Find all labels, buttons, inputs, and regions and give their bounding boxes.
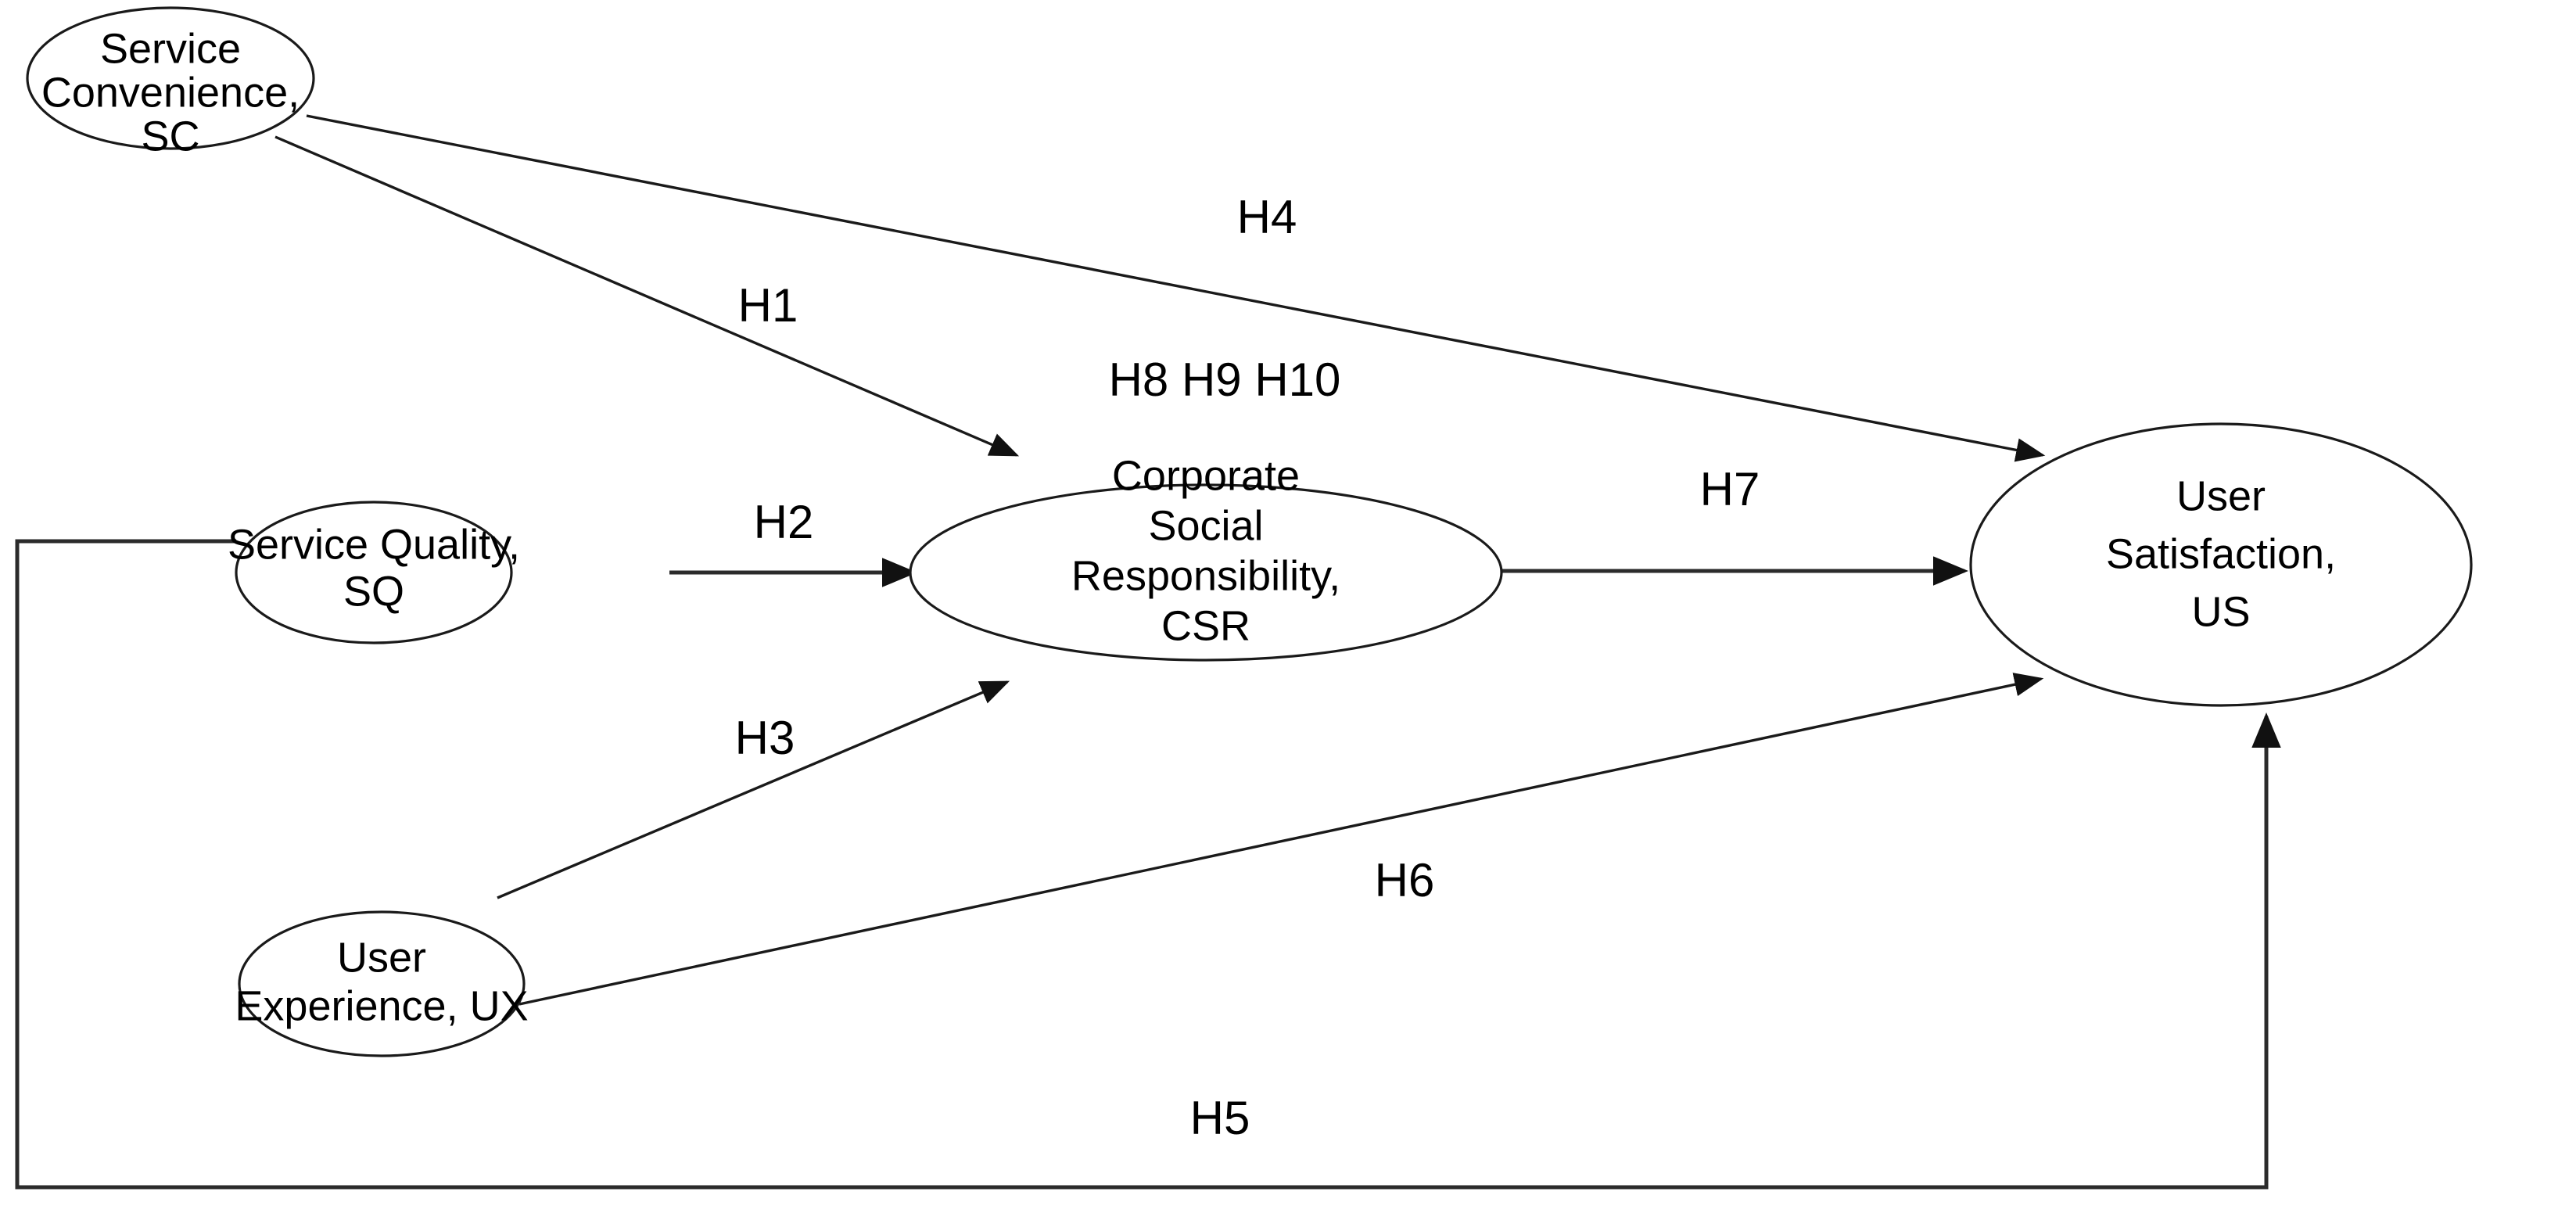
- node-service-quality-shape[interactable]: [235, 501, 513, 644]
- node-user-satisfaction-label-line-3: US: [2191, 588, 2250, 635]
- edge-label-h7: H7: [1700, 463, 1760, 515]
- node-service-quality-label-line-2: SQ: [343, 568, 404, 615]
- node-user-satisfaction-label-line-2: Satisfaction,: [2106, 530, 2336, 577]
- edge-h5: [15, 539, 2281, 1190]
- node-service-quality[interactable]: Service Quality, SQ: [228, 501, 520, 644]
- node-service-convenience-label-line-3: SC: [141, 113, 199, 160]
- node-service-convenience[interactable]: Service Convenience, SC: [26, 6, 315, 160]
- mediation-hypotheses-label: H8 H9 H10: [1109, 354, 1341, 406]
- edge-label-h1: H1: [738, 279, 798, 332]
- node-user-experience-label-line-2: Experience, UX: [235, 982, 528, 1029]
- edge-h3-line: [497, 680, 1010, 899]
- edge-label-h4: H4: [1237, 191, 1297, 243]
- edge-label-h5: H5: [1190, 1092, 1250, 1144]
- edge-h6-line: [518, 673, 2044, 1006]
- edge-h1: [274, 135, 1020, 457]
- edge-h4: [306, 114, 2046, 462]
- node-user-experience-shape[interactable]: [238, 910, 526, 1057]
- edge-h1-line: [274, 135, 1020, 457]
- node-user-satisfaction[interactable]: User Satisfaction, US: [1969, 422, 2473, 707]
- edge-label-h2: H2: [754, 496, 814, 548]
- node-service-convenience-label-line-2: Convenience,: [41, 69, 300, 116]
- node-user-experience-label-line-1: User: [337, 934, 426, 981]
- node-service-convenience-shape[interactable]: [26, 6, 315, 150]
- edge-h6: [518, 673, 2044, 1006]
- node-service-quality-label-line-1: Service Quality,: [228, 521, 520, 568]
- edge-h3: [497, 680, 1010, 899]
- node-corporate-social-responsibility[interactable]: Corporate Social Responsibility, CSR: [909, 452, 1503, 662]
- node-csr-label-line-3: Responsibility,: [1071, 552, 1340, 599]
- edge-label-h3: H3: [735, 712, 795, 764]
- node-user-satisfaction-label-line-1: User: [2176, 472, 2266, 519]
- node-user-satisfaction-shape[interactable]: [1969, 422, 2473, 707]
- node-csr-label-line-1: Corporate: [1112, 452, 1300, 499]
- node-service-convenience-label-line-1: Service: [100, 25, 241, 72]
- edge-h4-line: [306, 114, 2046, 462]
- node-csr-label-line-4: CSR: [1161, 602, 1250, 649]
- node-user-experience[interactable]: User Experience, UX: [235, 910, 529, 1057]
- node-csr-label-line-2: Social: [1148, 502, 1263, 549]
- edge-label-h6: H6: [1375, 854, 1435, 906]
- edge-h5-path: [15, 539, 2281, 1190]
- node-corporate-social-responsibility-shape[interactable]: [909, 483, 1503, 662]
